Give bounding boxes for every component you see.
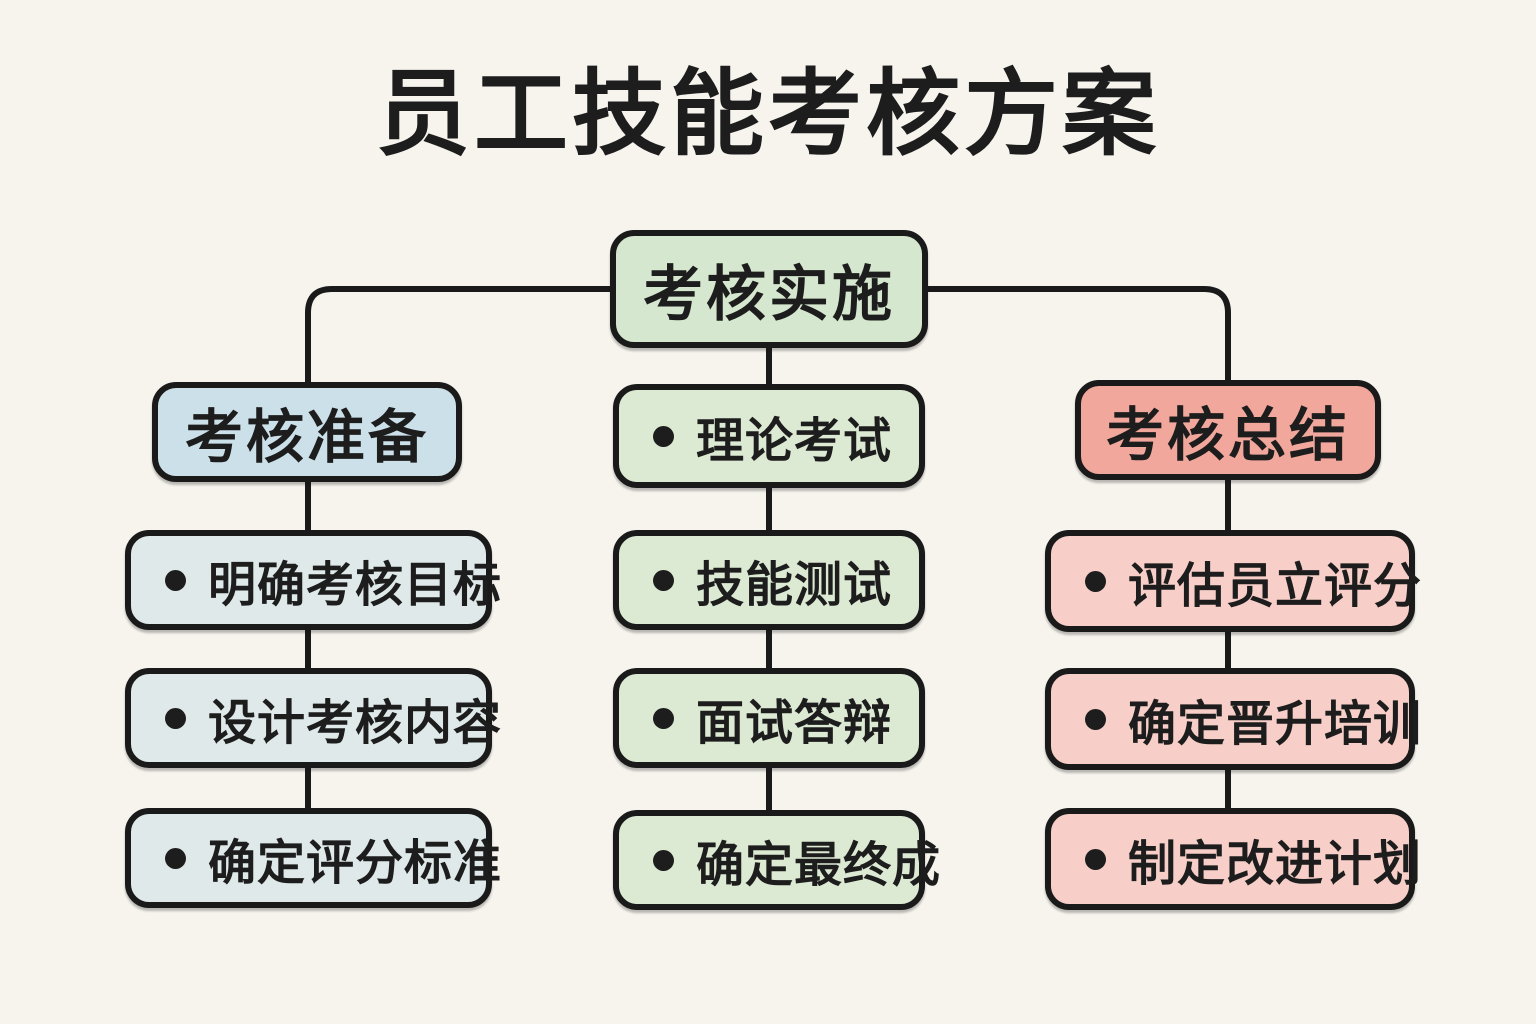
node-item-label: 技能测试 <box>696 559 893 612</box>
bullet-icon <box>165 847 186 869</box>
node-item-preparation-1: 明确考核目标 <box>125 530 501 630</box>
node-header-summary-label: 考核总结 <box>1105 403 1350 468</box>
node-item-label: 理论考试 <box>696 415 893 468</box>
node-item-label: 设计考核内容 <box>208 697 503 750</box>
node-item-label: 确定晋升培训 <box>1128 698 1423 751</box>
bullet-icon <box>165 707 186 729</box>
node-item-summary-3: 制定改进计划 <box>1045 808 1421 910</box>
node-root: 考核实施 <box>610 230 928 348</box>
page-title: 员工技能考核方案 <box>375 61 1160 166</box>
bullet-icon <box>1085 848 1106 870</box>
node-item-label: 确定最终成 <box>696 839 942 892</box>
bullet-icon <box>165 569 186 591</box>
node-item-label: 面试答辩 <box>696 697 893 750</box>
bullet-icon <box>653 849 674 871</box>
node-item-implementation-4: 确定最终成 <box>613 810 940 910</box>
node-item-summary-2: 确定晋升培训 <box>1045 668 1421 770</box>
bullet-icon <box>653 425 674 447</box>
node-item-implementation-1: 理论考试 <box>613 384 925 488</box>
node-header-preparation: 考核准备 <box>152 382 462 482</box>
node-item-preparation-3: 确定评分标准 <box>125 808 501 908</box>
node-item-label: 确定评分标准 <box>208 837 503 890</box>
bullet-icon <box>653 707 674 729</box>
node-item-label: 评估员立评分 <box>1128 560 1423 613</box>
node-item-implementation-3: 面试答辩 <box>613 668 925 768</box>
node-item-implementation-2: 技能测试 <box>613 530 925 630</box>
node-item-label: 明确考核目标 <box>208 559 503 612</box>
bullet-icon <box>653 569 674 591</box>
node-item-preparation-2: 设计考核内容 <box>125 668 501 768</box>
node-root-label: 考核实施 <box>643 260 895 328</box>
connector-root-to-left <box>305 286 612 384</box>
bullet-icon <box>1085 708 1106 730</box>
node-item-label: 制定改进计划 <box>1128 838 1423 891</box>
connector-root-to-right <box>926 286 1231 382</box>
node-header-preparation-label: 考核准备 <box>184 405 429 470</box>
node-header-summary: 考核总结 <box>1075 380 1381 480</box>
node-item-summary-1: 评估员立评分 <box>1045 530 1421 632</box>
bullet-icon <box>1085 570 1106 592</box>
